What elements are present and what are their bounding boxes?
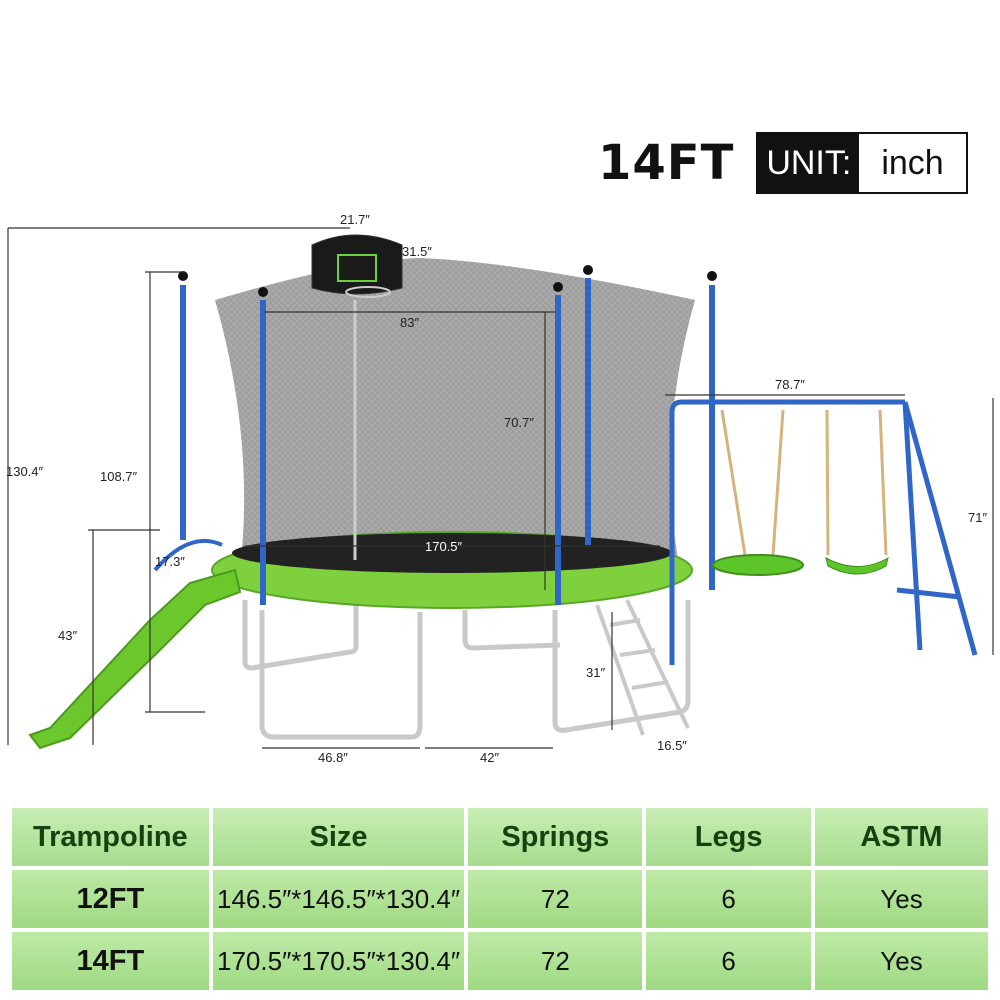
table-row: 12FT 146.5″*146.5″*130.4″ 72 6 Yes: [12, 870, 988, 928]
unit-label: UNIT:: [758, 134, 860, 192]
unit-box: UNIT: inch: [756, 132, 968, 194]
enclosure-net: [215, 258, 695, 570]
cell-size: 146.5″*146.5″*130.4″: [212, 870, 465, 928]
dim-hoop-width: 21.7″: [340, 212, 370, 227]
unit-value: inch: [859, 134, 966, 192]
cell-legs: 6: [646, 932, 811, 990]
dim-diameter: 170.5″: [425, 539, 463, 554]
cell-springs: 72: [468, 870, 643, 928]
dim-ladder-width: 16.5″: [657, 738, 687, 753]
saucer-swing: [712, 554, 804, 576]
dim-total-height: 130.4″: [6, 464, 44, 479]
table-header-row: Trampoline Size Springs Legs ASTM: [12, 808, 988, 866]
dim-slide-angle: 17.3″: [155, 554, 185, 569]
dim-pole-span: 83″: [400, 315, 419, 330]
dimension-lines: [7, 227, 994, 749]
dim-leg-span-2: 42″: [480, 750, 499, 765]
cell-legs: 6: [646, 870, 811, 928]
spec-table: Trampoline Size Springs Legs ASTM 12FT 1…: [8, 804, 992, 994]
cell-size: 170.5″*170.5″*130.4″: [212, 932, 465, 990]
cell-astm: Yes: [815, 932, 988, 990]
swing-set: [669, 399, 978, 665]
cell-model: 12FT: [12, 870, 209, 928]
size-header: 14FT UNIT: inch: [598, 130, 968, 196]
dim-slide-height: 43″: [58, 628, 77, 643]
col-header-trampoline: Trampoline: [12, 808, 209, 866]
dim-swing-height: 71″: [968, 510, 987, 525]
swing-ropes: [720, 409, 888, 556]
slide: [28, 538, 242, 750]
col-header-astm: ASTM: [815, 808, 988, 866]
belt-swing: [825, 556, 889, 575]
cell-springs: 72: [468, 932, 643, 990]
trampoline-legs: [242, 600, 691, 740]
col-header-legs: Legs: [646, 808, 811, 866]
jumping-mat: [232, 533, 672, 573]
table-row: 14FT 170.5″*170.5″*130.4″ 72 6 Yes: [12, 932, 988, 990]
cell-astm: Yes: [815, 870, 988, 928]
basketball-hoop: [311, 234, 403, 298]
col-header-springs: Springs: [468, 808, 643, 866]
cell-model: 14FT: [12, 932, 209, 990]
dim-hoop-height: 31.5″: [402, 244, 432, 259]
dim-net-height: 70.7″: [504, 415, 534, 430]
ladder: [595, 599, 690, 736]
dim-ladder-height: 31″: [586, 665, 605, 680]
dim-leg-span-1: 46.8″: [318, 750, 348, 765]
trampoline-dimension-drawing: 130.4″ 108.7″ 43″ 17.3″ 21.7″ 31.5″ 83″ …: [6, 212, 994, 765]
dim-swing-width: 78.7″: [775, 377, 805, 392]
enclosure-poles: [180, 278, 715, 605]
dim-enclosure-height: 108.7″: [100, 469, 138, 484]
size-title: 14FT: [598, 135, 735, 191]
col-header-size: Size: [212, 808, 465, 866]
